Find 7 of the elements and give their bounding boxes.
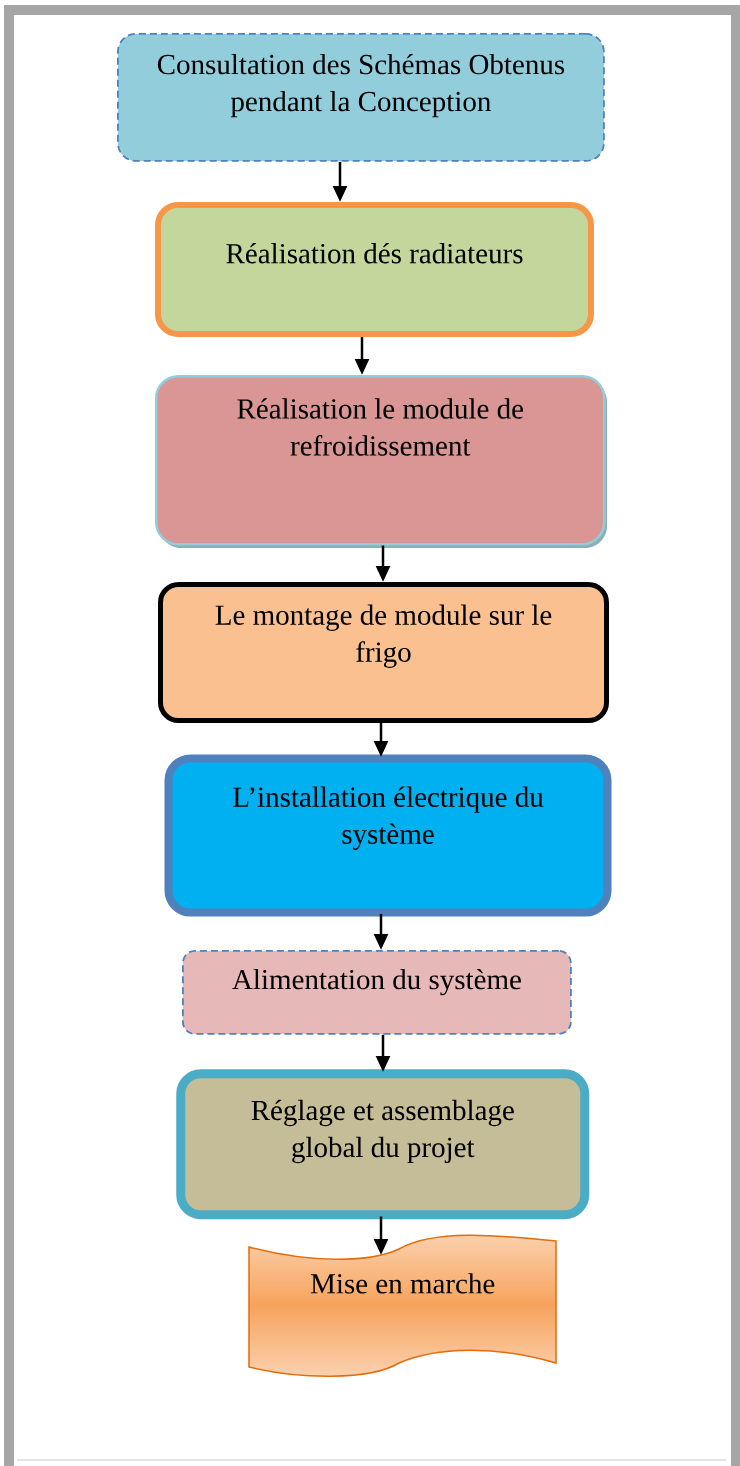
step-box: Réalisation dés radiateurs (155, 202, 594, 337)
step-box: Réalisation le module de refroidissement (155, 375, 607, 548)
step-box: Consultation des Schémas Obtenus pendant la Conception (117, 33, 605, 162)
step-box: Le montage de module sur le frigo (158, 582, 609, 723)
step-box: Réglage et assemblage global du projet (176, 1069, 590, 1220)
step-box: Alimentation du système (182, 950, 572, 1035)
step-box: L’installation électrique du système (164, 754, 612, 917)
